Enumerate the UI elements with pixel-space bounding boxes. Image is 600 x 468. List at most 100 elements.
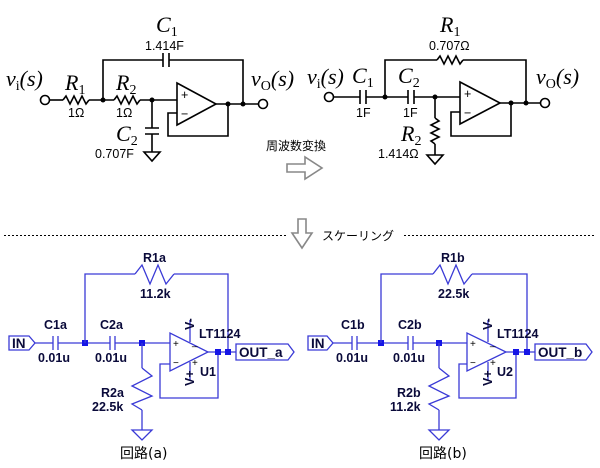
c2a-name: C2a [100, 318, 124, 332]
output-terminal [257, 98, 269, 110]
vneg-pin-marker: _ [489, 337, 496, 348]
wire [174, 273, 229, 352]
vneg-pin-label: V- [183, 318, 197, 330]
wire [384, 59, 437, 97]
vout-label: vO(s) [251, 66, 294, 94]
capacitor-c1b-symbol [351, 336, 358, 350]
r1a-name: R1a [143, 251, 167, 265]
r1-value: 1Ω [68, 106, 84, 120]
c2b-name: C2b [398, 318, 422, 332]
top-left-lpf-prototype: + − vi(s) R1 1Ω R2 1Ω C1 1.414F C2 0.707… [6, 12, 294, 163]
junction-node [225, 101, 231, 107]
opamp-model-label: LT1124 [199, 327, 241, 341]
capacitor-c2a-symbol [109, 336, 116, 350]
r1-name: R1 [64, 70, 85, 98]
capacitor-c1a-symbol [52, 336, 59, 350]
opamp-minus-sign: − [464, 106, 471, 120]
vpos-pin-marker: + [490, 358, 496, 369]
circuit-a-caption: 回路(a) [120, 446, 168, 462]
c2-name: C2 [398, 63, 420, 91]
resistor-r1a-symbol [134, 263, 175, 286]
vpos-pin-label: V+ [183, 370, 197, 386]
vin-label: vi(s) [6, 66, 43, 94]
wire [458, 351, 535, 399]
wire [159, 351, 236, 399]
input-flag-in [8, 335, 36, 351]
r1b-value: 22.5k [438, 287, 469, 301]
r1a-value: 11.2k [140, 287, 171, 301]
r2-value: 1Ω [116, 106, 132, 120]
output-flag-out-b [534, 343, 593, 361]
c1a-value: 0.01u [38, 351, 70, 365]
c1a-name: C1a [44, 318, 68, 332]
opamp-ref-label: U1 [200, 365, 216, 379]
wire [102, 59, 244, 106]
c1-name: C1 [156, 12, 178, 40]
output-flag-label: OUT_a [239, 345, 283, 360]
output-terminal [539, 97, 551, 109]
c1b-name: C1b [341, 318, 365, 332]
capacitor-c2-symbol [145, 127, 159, 135]
ground-symbol [425, 154, 445, 166]
resistor-r2a-symbol [130, 367, 154, 411]
junction-node [524, 349, 530, 355]
opamp-model-label: LT1124 [497, 327, 539, 341]
resistor-r1-symbol [62, 94, 90, 106]
vpos-pin-label: V+ [481, 370, 495, 386]
junction-node [240, 101, 246, 107]
scaling-label: スケーリング [322, 229, 394, 243]
r2-value: 1.414Ω [378, 147, 419, 161]
r1-name: R1 [439, 12, 460, 40]
vneg-pin-label: V- [481, 318, 495, 330]
opamp-symbol [459, 80, 502, 126]
opamp-plus-sign: + [464, 87, 471, 101]
ground-symbol [142, 151, 162, 163]
wire [167, 103, 258, 137]
top-right-hpf: + − vi(s) C1 1F C2 1F R1 0.707Ω R2 1.414… [307, 12, 579, 166]
junction-node [508, 100, 514, 106]
wire [472, 273, 528, 352]
opamp-minus-sign: − [173, 358, 179, 369]
right-arrow-icon [286, 155, 324, 181]
vneg-pin-marker: _ [191, 337, 198, 348]
circuit-b-caption: 回路(b) [419, 446, 467, 462]
input-flag-in [307, 335, 334, 351]
c2-value: 0.707F [95, 147, 134, 161]
opamp-plus-sign: + [173, 339, 179, 350]
r1b-name: R1b [441, 251, 465, 265]
c2-name: C2 [116, 121, 138, 149]
resistor-r2-symbol [429, 117, 441, 145]
ground-symbol [130, 429, 154, 441]
junction-node [225, 349, 231, 355]
opamp-plus-sign: + [470, 339, 476, 350]
input-terminal [39, 94, 51, 106]
ground-symbol [427, 429, 451, 441]
input-flag-label: IN [12, 336, 26, 351]
wire [380, 273, 433, 343]
c1b-value: 0.01u [336, 351, 368, 365]
frequency-transform-label: 周波数変換 [266, 138, 326, 153]
vin-label: vi(s) [307, 64, 344, 92]
circuit-b: IN + − V- V+ _ + OUT_b C1b 0.01u C2b 0.0… [307, 251, 593, 462]
circuit-a: IN + − V- V+ _ + OUT_a C1a 0.01u C2a 0.0… [8, 251, 295, 462]
c2a-value: 0.01u [95, 351, 127, 365]
capacitor-c2b-symbol [407, 336, 414, 350]
opamp-u1-symbol [169, 331, 210, 373]
junction-node [523, 100, 529, 106]
opamp-symbol [176, 81, 218, 127]
wire [84, 273, 135, 343]
resistor-r2b-symbol [427, 367, 451, 411]
down-arrow-icon [290, 218, 314, 250]
c2b-value: 0.01u [393, 351, 425, 365]
input-flag-label: IN [311, 336, 325, 351]
r2-name: R2 [115, 70, 136, 98]
vpos-pin-marker: + [192, 358, 198, 369]
r2-name: R2 [400, 121, 421, 149]
wire [463, 59, 527, 103]
c1-value: 1F [356, 106, 371, 120]
junction-node [513, 349, 519, 355]
output-flag-label: OUT_b [538, 345, 582, 360]
junction-node [215, 349, 221, 355]
r2b-value: 11.2k [390, 400, 421, 414]
